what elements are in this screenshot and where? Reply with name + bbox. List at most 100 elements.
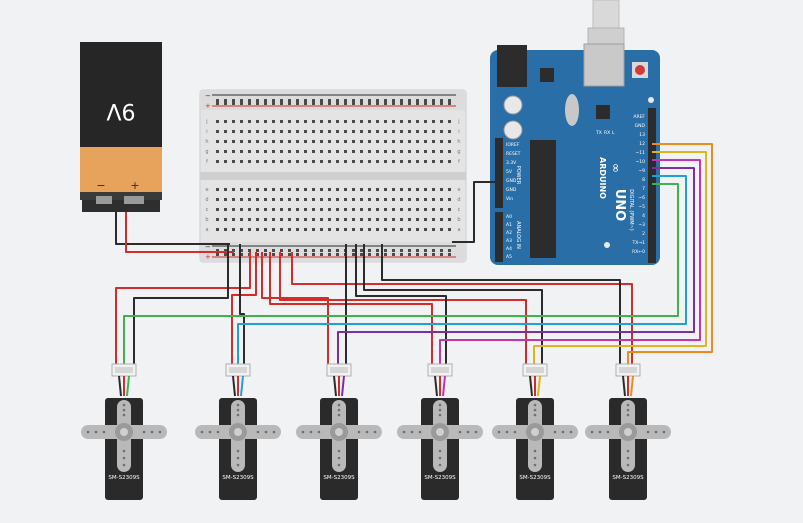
- breadboard-hole: [320, 130, 323, 133]
- breadboard-hole: [344, 160, 347, 163]
- digital-pin-label: ~6: [638, 195, 645, 201]
- breadboard-hole: [424, 150, 427, 153]
- breadboard-row-letter: j: [457, 119, 459, 125]
- breadboard-hole: [376, 218, 379, 221]
- breadboard-hole: [312, 253, 315, 256]
- breadboard-hole: [400, 249, 403, 252]
- breadboard-hole: [352, 99, 355, 102]
- breadboard-hole: [408, 253, 411, 256]
- breadboard-hole: [360, 253, 363, 256]
- breadboard-hole: [280, 160, 283, 163]
- breadboard-row-letter: c: [458, 207, 461, 213]
- digital-pin-label: 2: [642, 231, 645, 237]
- breadboard-hole: [264, 130, 267, 133]
- battery-label-band: [80, 147, 162, 192]
- breadboard-hole: [352, 140, 355, 143]
- breadboard-hole: [264, 120, 267, 123]
- analog-pin-label: A1: [506, 222, 512, 228]
- breadboard-hole: [232, 102, 235, 105]
- breadboard-hole: [392, 228, 395, 231]
- breadboard-hole: [280, 150, 283, 153]
- breadboard-hole: [416, 140, 419, 143]
- breadboard-hole: [448, 249, 451, 252]
- breadboard-row-letter: g: [205, 149, 208, 155]
- breadboard-hole: [256, 120, 259, 123]
- breadboard-hole: [256, 253, 259, 256]
- digital-label: DIGITAL (PWM~): [628, 189, 634, 231]
- breadboard-hole: [280, 253, 283, 256]
- breadboard-hole: [352, 228, 355, 231]
- breadboard-hole: [416, 249, 419, 252]
- breadboard-hole: [256, 130, 259, 133]
- power-pin-label: IOREF: [506, 142, 520, 148]
- breadboard-row-letter: a: [205, 227, 208, 233]
- breadboard-hole: [232, 249, 235, 252]
- breadboard-hole: [288, 218, 291, 221]
- breadboard-hole: [400, 218, 403, 221]
- breadboard-hole: [448, 253, 451, 256]
- crystal: [565, 94, 579, 126]
- breadboard-hole: [304, 228, 307, 231]
- breadboard-hole: [272, 249, 275, 252]
- breadboard-hole: [272, 218, 275, 221]
- breadboard-hole: [232, 140, 235, 143]
- breadboard-hole: [248, 130, 251, 133]
- breadboard-hole: [312, 99, 315, 102]
- breadboard-hole: [288, 208, 291, 211]
- breadboard-hole: [376, 249, 379, 252]
- battery-minus-label: −: [96, 179, 105, 192]
- breadboard-hole: [320, 208, 323, 211]
- breadboard-hole: [280, 188, 283, 191]
- breadboard-hole: [304, 249, 307, 252]
- breadboard-hole: [360, 218, 363, 221]
- breadboard-hole: [312, 160, 315, 163]
- breadboard-hole: [440, 249, 443, 252]
- breadboard-hole: [360, 160, 363, 163]
- wire-servo3-power: [261, 252, 329, 366]
- wire-servo6-signal: [627, 143, 713, 366]
- breadboard-hole: [216, 218, 219, 221]
- breadboard-hole: [416, 208, 419, 211]
- led-label: RX: [604, 130, 610, 136]
- breadboard-hole: [240, 99, 243, 102]
- breadboard-hole: [360, 120, 363, 123]
- servo-model-label: SM-S2309S: [612, 475, 644, 481]
- breadboard-hole: [376, 208, 379, 211]
- breadboard-hole: [376, 160, 379, 163]
- digital-pin-label: ~5: [638, 204, 645, 210]
- breadboard-hole: [440, 198, 443, 201]
- breadboard-hole: [248, 140, 251, 143]
- rail-plus-top: +: [205, 102, 211, 110]
- breadboard-hole: [264, 198, 267, 201]
- breadboard-hole: [264, 102, 267, 105]
- breadboard-hole: [312, 140, 315, 143]
- digital-pin-label: 12: [639, 141, 645, 147]
- breadboard-hole: [216, 102, 219, 105]
- breadboard-hole: [440, 188, 443, 191]
- breadboard-hole: [304, 130, 307, 133]
- breadboard-hole: [312, 188, 315, 191]
- servo-motor: SM-S2309S: [397, 363, 483, 500]
- wire-servo3-signal: [337, 167, 695, 366]
- breadboard-hole: [328, 218, 331, 221]
- breadboard-hole: [224, 198, 227, 201]
- breadboard-hole: [336, 120, 339, 123]
- breadboard-hole: [432, 99, 435, 102]
- power-pin-label: GND: [506, 187, 517, 193]
- breadboard-row-letter: f: [458, 159, 460, 165]
- breadboard-hole: [368, 99, 371, 102]
- breadboard-hole: [248, 228, 251, 231]
- breadboard-hole: [232, 150, 235, 153]
- breadboard-hole: [216, 198, 219, 201]
- breadboard-row-letter: i: [458, 129, 459, 135]
- breadboard-row-letter: e: [457, 187, 460, 193]
- breadboard-hole: [304, 120, 307, 123]
- power-pin-label: RESET: [506, 151, 521, 157]
- breadboard-hole: [240, 228, 243, 231]
- breadboard-hole: [264, 140, 267, 143]
- analog-pin-label: A2: [506, 230, 512, 236]
- breadboard-hole: [384, 249, 387, 252]
- breadboard-hole: [232, 218, 235, 221]
